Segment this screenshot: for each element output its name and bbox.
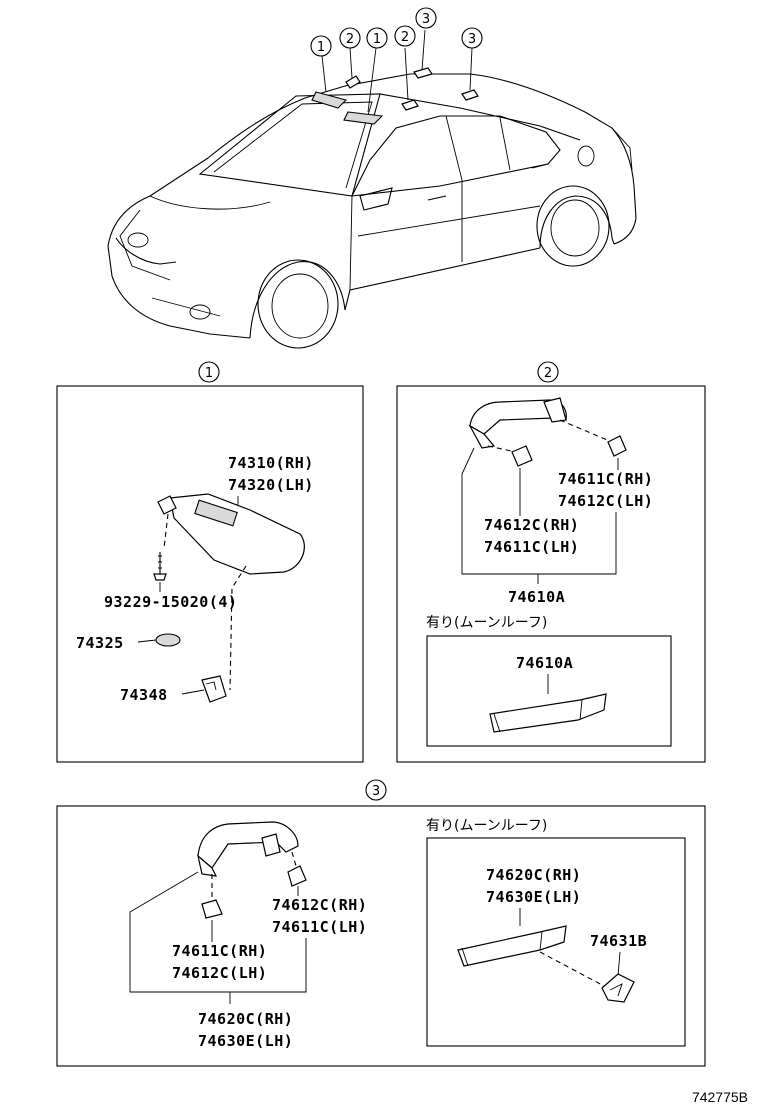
car-callout-3b: 3 <box>468 32 476 47</box>
s2-moonroof-assy: 74610A <box>516 654 573 672</box>
holder-part <box>201 675 227 703</box>
s2-bracket-b-lh: 74611C(LH) <box>484 538 579 556</box>
s3-clip-part <box>601 973 635 1003</box>
s3-moonroof-box <box>426 837 686 1047</box>
section-1-sun-visor: 1 74310(RH) 74320(LH) 93229-15020(4) 743… <box>56 361 364 763</box>
washer-part <box>155 633 181 647</box>
section-2-assist-grip: 2 74611C(RH) 74612C(LH) 74612C(RH) 74611… <box>396 361 706 763</box>
s2-assy-label: 74610A <box>508 588 565 606</box>
s2-moonroof-label: 有り(ムーンルーフ) <box>426 615 547 631</box>
car-callout-1b: 1 <box>373 32 381 47</box>
s3-assy-rh: 74620C(RH) <box>198 1010 293 1028</box>
s3-moonroof-label: 有り(ムーンルーフ) <box>426 818 547 834</box>
section-3-assist-grip: 3 74612C(RH) 74611C(LH) 74611C(RH) 74612… <box>56 779 706 1067</box>
sun-visor-part <box>169 493 305 575</box>
s2-bracket-a-rh: 74611C(RH) <box>558 470 653 488</box>
section-3-callout: 3 <box>372 784 380 799</box>
s3-moonroof-clip: 74631B <box>590 932 647 950</box>
s3-grip-part <box>197 821 299 869</box>
s3-bracket-a-lh: 74611C(LH) <box>272 918 367 936</box>
s3-bracket-right-part <box>287 865 307 887</box>
s3-bracket-b-lh: 74612C(LH) <box>172 964 267 982</box>
car-callout-1a: 1 <box>317 40 325 55</box>
screw-part <box>153 573 167 581</box>
screw-label: 93229-15020(4) <box>104 593 237 611</box>
figure-id: 742775B <box>692 1089 748 1105</box>
section-3-box <box>56 805 706 1067</box>
moonroof-grip-part <box>489 693 607 733</box>
holder-label: 74348 <box>120 686 168 704</box>
s3-bracket-a-rh: 74612C(RH) <box>272 896 367 914</box>
s2-moonroof-box <box>426 635 672 747</box>
s3-bracket-left-part <box>201 899 223 919</box>
visor-rh-label: 74310(RH) <box>228 454 314 472</box>
car-illustration: 1 2 1 2 3 3 <box>107 7 637 349</box>
s2-bracket-b-rh: 74612C(RH) <box>484 516 579 534</box>
car-callout-3a: 3 <box>422 12 430 27</box>
s3-moonroof-assy-lh: 74630E(LH) <box>486 888 581 906</box>
s3-bracket-b-rh: 74611C(RH) <box>172 942 267 960</box>
section-2-box <box>396 385 706 763</box>
bracket-left-part <box>511 445 533 467</box>
section-1-box <box>56 385 364 763</box>
car-callout-2b: 2 <box>401 30 409 45</box>
washer-label: 74325 <box>76 634 124 652</box>
visor-lh-label: 74320(LH) <box>228 476 314 494</box>
s3-assy-lh: 74630E(LH) <box>198 1032 293 1050</box>
section-2-callout: 2 <box>544 366 552 381</box>
s3-moonroof-assy-rh: 74620C(RH) <box>486 866 581 884</box>
bracket-right-part <box>607 435 627 457</box>
s2-bracket-a-lh: 74612C(LH) <box>558 492 653 510</box>
section-1-callout: 1 <box>205 366 213 381</box>
car-callout-2a: 2 <box>346 32 354 47</box>
s3-moonroof-grip-part <box>457 925 567 967</box>
